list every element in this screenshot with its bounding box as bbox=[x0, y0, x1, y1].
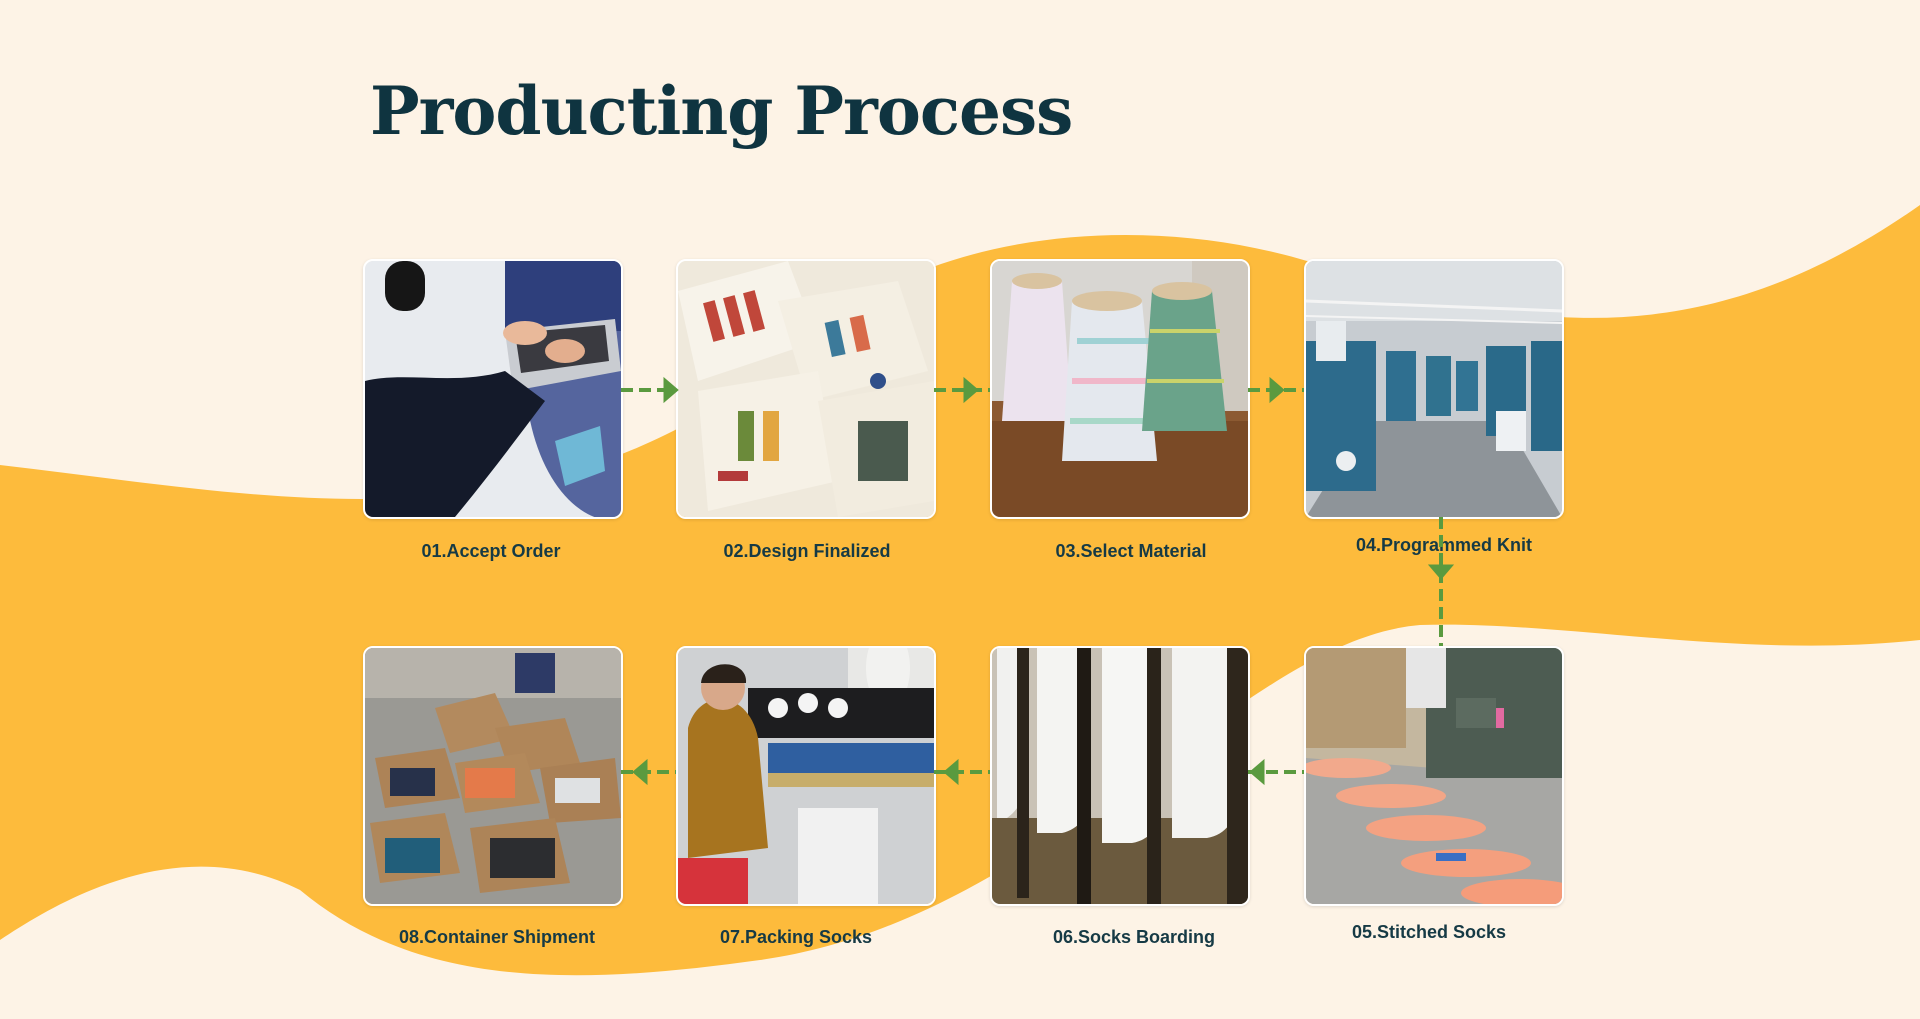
step-08-label: 08.Container Shipment bbox=[398, 927, 596, 947]
sock-design-sheets-photo bbox=[678, 261, 934, 517]
step-07-label: 07.Packing Socks bbox=[719, 927, 873, 947]
step-04-image bbox=[1304, 259, 1564, 519]
step-02-label: 02.Design Finalized bbox=[723, 541, 891, 561]
step-04-label: 04.Programmed Knit bbox=[1355, 535, 1533, 555]
step-01-image bbox=[363, 259, 623, 519]
knitting-machines-photo bbox=[1306, 261, 1562, 517]
step-05-image bbox=[1304, 646, 1564, 906]
step-05-label: 05.Stitched Socks bbox=[1351, 922, 1507, 942]
laptop-typing-photo bbox=[365, 261, 621, 517]
step-06-image bbox=[990, 646, 1250, 906]
step-08-image bbox=[363, 646, 623, 906]
step-01-label: 01.Accept Order bbox=[421, 541, 561, 561]
step-03-label: 03.Select Material bbox=[1055, 541, 1207, 561]
worker-packing-photo bbox=[678, 648, 934, 904]
step-07-image bbox=[676, 646, 936, 906]
step-06-label: 06.Socks Boarding bbox=[1052, 927, 1216, 947]
sewing-machine-photo bbox=[1306, 648, 1562, 904]
shipping-boxes-photo bbox=[365, 648, 621, 904]
yarn-cones-photo bbox=[992, 261, 1248, 517]
step-02-image bbox=[676, 259, 936, 519]
step-03-image bbox=[990, 259, 1250, 519]
page-title: Producting Process bbox=[370, 72, 1073, 150]
boarding-forms-photo bbox=[992, 648, 1248, 904]
